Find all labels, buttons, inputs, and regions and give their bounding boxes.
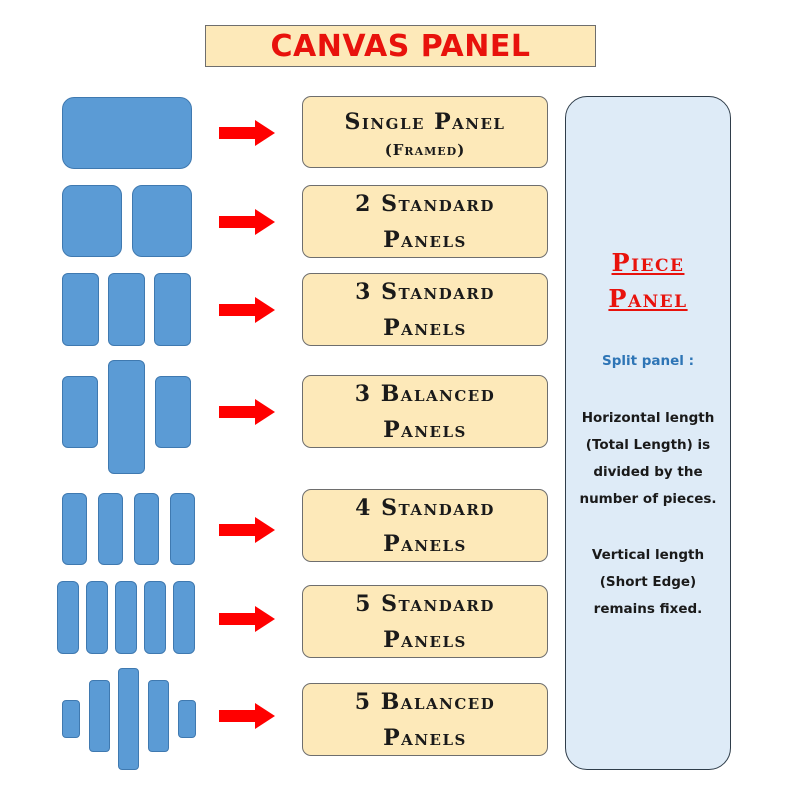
label-3-balanced: 3 Balanced Panels — [302, 375, 548, 448]
label-5-balanced: 5 Balanced Panels — [302, 683, 548, 756]
arrow-right-icon — [219, 399, 275, 425]
panel-5bal-3 — [118, 668, 139, 770]
panel-5bal-1 — [62, 700, 80, 738]
panel-2std-1 — [62, 185, 122, 257]
label-5-standard: 5 Standard Panels — [302, 585, 548, 658]
panel-5std-1 — [57, 581, 79, 654]
panel-4std-1 — [62, 493, 87, 565]
arrow-right-icon — [219, 517, 275, 543]
text-line: divided by the — [593, 464, 703, 480]
page-title: CANVAS PANEL — [270, 28, 531, 64]
label-2-standard: 2 Standard Panels — [302, 185, 548, 258]
panel-3std-3 — [154, 273, 191, 346]
text-line: (Total Length) is — [585, 437, 711, 453]
panel-single — [62, 97, 192, 169]
panel-4std-2 — [98, 493, 123, 565]
piece-panel-title-line2: Panel — [608, 284, 688, 313]
piece-panel-box: Piece Panel Split panel : Horizontal len… — [565, 96, 731, 770]
piece-panel-title-line1: Piece — [611, 248, 685, 277]
piece-panel-title: Piece Panel — [566, 245, 730, 317]
arrow-right-icon — [219, 297, 275, 323]
panel-5std-5 — [173, 581, 195, 654]
panel-3bal-3 — [155, 376, 191, 448]
text-line: Horizontal length — [581, 410, 715, 426]
text-line: Vertical length — [591, 547, 705, 563]
arrow-right-icon — [219, 606, 275, 632]
label-4-standard: 4 Standard Panels — [302, 489, 548, 562]
label-title: 5 Balanced — [354, 688, 496, 715]
label-title: Single Panel — [344, 109, 506, 135]
label-subtitle: Panels — [383, 530, 467, 557]
label-subtitle: Panels — [383, 416, 467, 443]
panel-3bal-2 — [108, 360, 145, 474]
panel-3std-2 — [108, 273, 145, 346]
panel-3bal-1 — [62, 376, 98, 448]
arrow-right-icon — [219, 120, 275, 146]
title-box: CANVAS PANEL — [205, 25, 596, 67]
text-line: remains fixed. — [593, 601, 703, 617]
panel-5std-2 — [86, 581, 108, 654]
vertical-length-text: Vertical length (Short Edge) remains fix… — [574, 542, 722, 623]
label-subtitle: Panels — [383, 314, 467, 341]
arrow-right-icon — [219, 703, 275, 729]
horizontal-length-text: Horizontal length (Total Length) is divi… — [574, 405, 722, 513]
text-line: (Short Edge) — [599, 574, 697, 590]
label-title: 2 Standard — [355, 190, 495, 217]
label-single-panel: Single Panel (Framed) — [302, 96, 548, 168]
panel-5std-3 — [115, 581, 137, 654]
label-subtitle: Panels — [383, 226, 467, 253]
panel-3std-1 — [62, 273, 99, 346]
label-title: 5 Standard — [355, 590, 495, 617]
panel-4std-3 — [134, 493, 159, 565]
label-title: 4 Standard — [355, 494, 495, 521]
label-subtitle: Panels — [383, 626, 467, 653]
label-title: 3 Balanced — [354, 380, 496, 407]
label-title: 3 Standard — [355, 278, 495, 305]
panel-4std-4 — [170, 493, 195, 565]
label-subtitle: Panels — [383, 724, 467, 751]
panel-5std-4 — [144, 581, 166, 654]
panel-5bal-4 — [148, 680, 169, 752]
arrow-right-icon — [219, 209, 275, 235]
panel-5bal-2 — [89, 680, 110, 752]
panel-2std-2 — [132, 185, 192, 257]
label-3-standard: 3 Standard Panels — [302, 273, 548, 346]
split-panel-subtitle: Split panel : — [601, 353, 695, 369]
panel-5bal-5 — [178, 700, 196, 738]
text-line: number of pieces. — [579, 491, 717, 507]
label-subtitle: (Framed) — [384, 141, 466, 159]
